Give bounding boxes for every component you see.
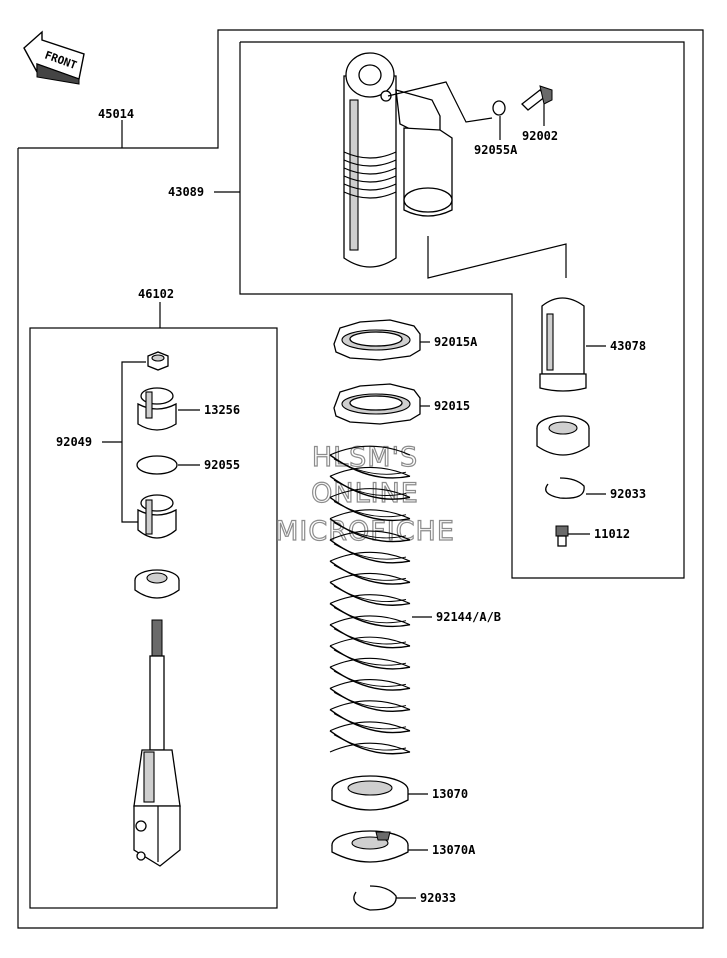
label-92002: 92002 (522, 129, 558, 143)
spring-coil-front (329, 518, 411, 543)
spring-coil-back (329, 657, 411, 668)
label-13256: 13256 (204, 403, 240, 417)
bolt-92002-drawing (521, 85, 553, 111)
spring-coil-inner (333, 479, 407, 496)
spring-coil-inner (333, 734, 407, 751)
spring-coil-back (329, 636, 411, 647)
spring-coil-inner (333, 543, 407, 560)
label-92144: 92144/A/B (436, 610, 501, 624)
label-92033-bottom: 92033 (420, 891, 456, 905)
bumper-13256-drawing (137, 387, 177, 431)
label-46102: 46102 (138, 287, 174, 301)
front-direction-arrow: FRONT (23, 30, 85, 85)
spring-coil-front (329, 624, 411, 649)
spring-coil-back (329, 594, 411, 605)
leader-92049-bracket (121, 361, 146, 523)
spring-coil-front (329, 539, 411, 564)
spring-coil-back (329, 488, 411, 498)
spring-coil-back (329, 509, 411, 520)
circlip-92033-bottom-drawing (353, 885, 397, 911)
label-92049: 92049 (56, 435, 92, 449)
reservoir-piston-drawing (536, 415, 590, 456)
leader-92055A-to-body (387, 81, 493, 123)
adjuster-nut-92015-drawing (333, 383, 421, 425)
spring-coil-back (329, 742, 411, 753)
spring-coil-back (329, 551, 411, 562)
reservoir-cap-43078-drawing (539, 297, 587, 392)
spring-coil-front (329, 730, 411, 755)
spring-coil-inner (333, 607, 407, 624)
spring-coil-inner (333, 628, 407, 645)
spring-coil-inner (333, 501, 407, 518)
reservoir-assembly-frame (239, 41, 685, 579)
spring-coil-back (329, 530, 411, 541)
spring-coil-front (329, 687, 411, 713)
oring-92055-drawing (136, 455, 178, 475)
spring-coil-front (329, 560, 411, 585)
valve-11012-drawing (555, 525, 569, 547)
label-11012: 11012 (594, 527, 630, 541)
damper-rod-drawing (133, 619, 181, 867)
spring-coil-front (329, 581, 411, 606)
spring-coil-back (329, 466, 411, 477)
leader-43089-to-cap (427, 236, 567, 279)
spring-coil-front (329, 709, 411, 734)
spring-coil-front (329, 666, 411, 691)
rod-assembly-frame (29, 327, 278, 909)
spring-coil-inner (333, 649, 407, 666)
label-13070: 13070 (432, 787, 468, 801)
spring-coil-front (329, 645, 411, 670)
label-43089: 43089 (168, 185, 204, 199)
spring-coil-back (329, 445, 411, 456)
spring-coil-back (329, 572, 411, 583)
spring-coil-front (329, 454, 411, 479)
spring-coil-front (329, 496, 411, 522)
spring-coil-inner (333, 713, 407, 730)
spring-coil-front (329, 602, 411, 628)
spring-coil-inner (333, 522, 407, 539)
outer-assembly-frame (17, 29, 704, 929)
spring-coil-back (329, 721, 411, 732)
label-92055A: 92055A (474, 143, 518, 157)
spring-coil-inner (333, 691, 407, 709)
label-92033-right: 92033 (610, 487, 646, 501)
watermark-line-3: MICROFICHE (275, 516, 455, 547)
nut-92049-drawing (147, 351, 169, 371)
spring-coil-inner (333, 585, 407, 602)
oring-92055A-drawing (492, 100, 506, 116)
spring-seat-13070A-drawing (331, 830, 409, 863)
spring-coil-inner (333, 564, 407, 581)
spring-92144-drawing (329, 445, 411, 755)
spring-coil-back (329, 700, 411, 711)
spring-coil-back (329, 679, 411, 689)
label-45014: 45014 (98, 107, 134, 121)
spring-seat-13070-drawing (331, 775, 409, 811)
circlip-92033-right-drawing (545, 477, 585, 499)
label-92055: 92055 (204, 458, 240, 472)
spring-coil-back (329, 615, 411, 626)
shock-body-drawing (343, 52, 453, 268)
watermark-line-2: ONLINE (311, 478, 419, 509)
locknut-92015A-drawing (333, 319, 421, 361)
spring-coil-front (329, 475, 411, 500)
label-92015A: 92015A (434, 335, 478, 349)
label-92015: 92015 (434, 399, 470, 413)
spring-coil-inner (333, 458, 407, 475)
washer-cup-drawing (134, 569, 180, 599)
piston-92049-drawing (137, 494, 177, 539)
spring-coil-inner (333, 670, 407, 687)
label-43078: 43078 (610, 339, 646, 353)
label-13070A: 13070A (432, 843, 476, 857)
